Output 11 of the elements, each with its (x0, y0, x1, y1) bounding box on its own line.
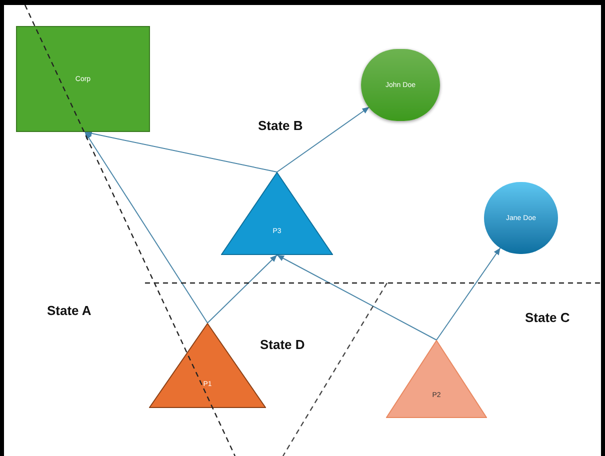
rectangle-node (16, 26, 150, 132)
arrow (207, 254, 278, 324)
arrow (276, 106, 370, 172)
arrow (84, 132, 208, 324)
region-label: State A (47, 302, 92, 320)
arrow (276, 254, 437, 340)
region-label: State D (260, 336, 305, 354)
region-label: State C (525, 309, 570, 327)
region-label: State B (258, 117, 303, 135)
arrow (84, 130, 278, 172)
arrow (436, 247, 501, 340)
